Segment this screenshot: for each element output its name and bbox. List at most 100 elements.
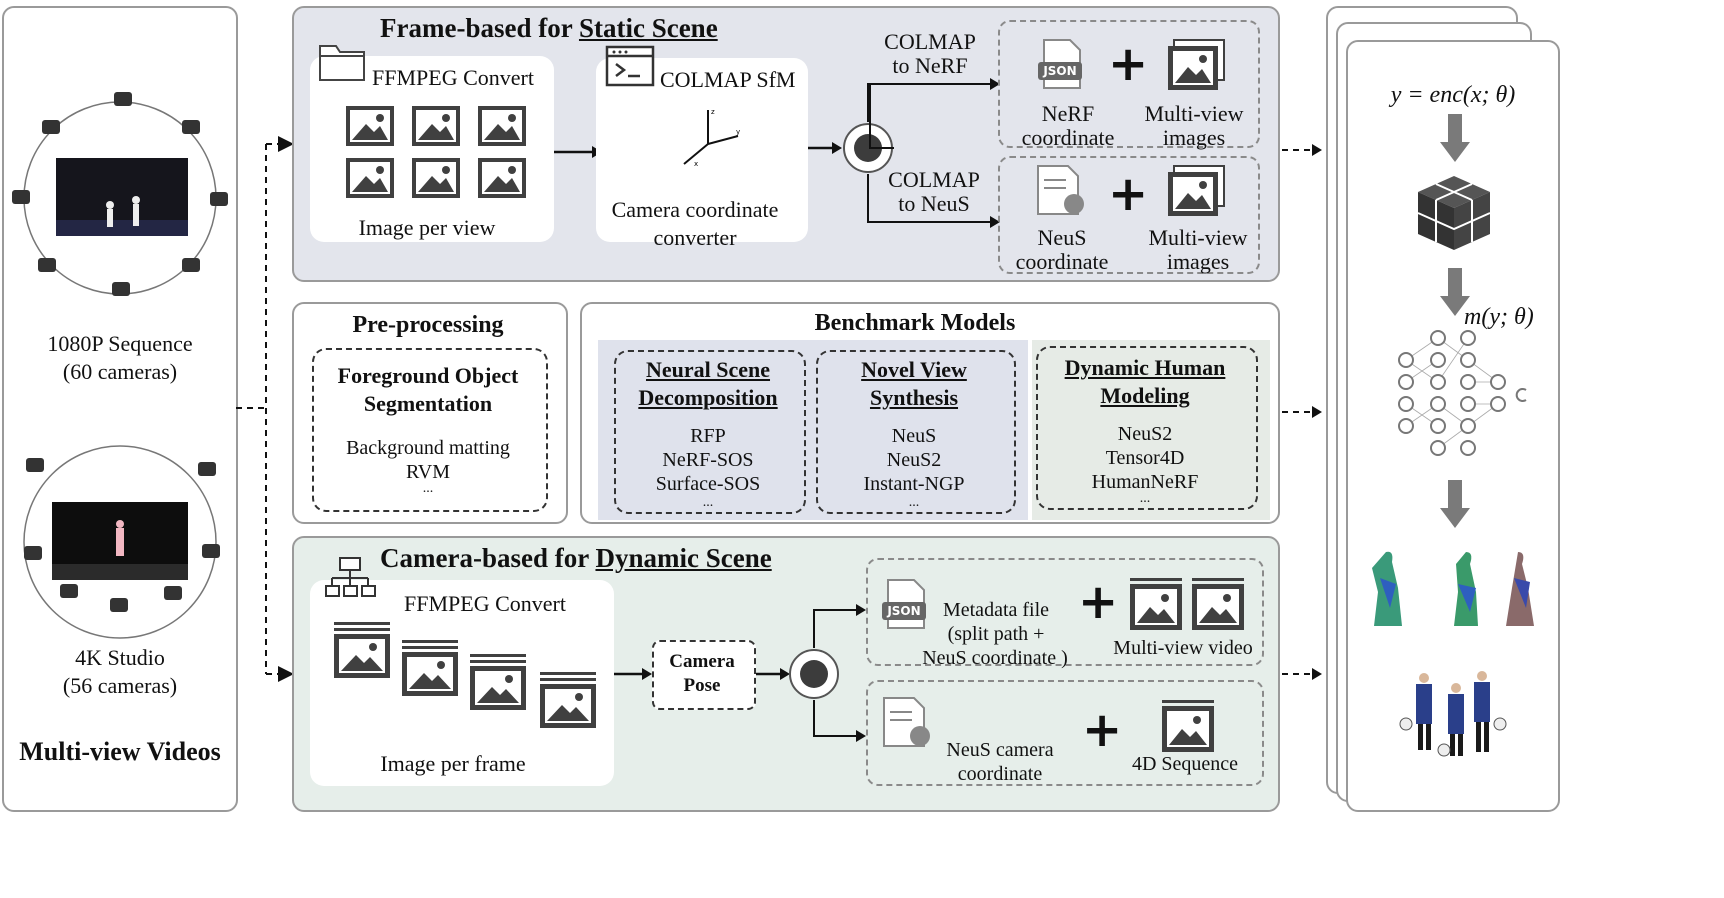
benchmark-item: NeuS bbox=[891, 425, 937, 447]
branch-to-nerf bbox=[867, 78, 1000, 228]
static-title-underlined: Static Scene bbox=[578, 13, 718, 43]
to-neus-line2: to NeuS bbox=[898, 191, 970, 216]
seq1-label-line1: 1080P Sequence bbox=[47, 331, 193, 356]
neus-coord-line1: NeuS bbox=[1037, 225, 1087, 250]
mv-images-line2-a: images bbox=[1162, 125, 1226, 150]
seq2-label-line2: (56 cameras) bbox=[62, 673, 178, 698]
camera-icon bbox=[198, 462, 216, 476]
benchmark-group-title-line1: Neural Scene bbox=[645, 357, 771, 382]
benchmark-bg-right bbox=[1032, 340, 1270, 520]
colmap-sfm-label: COLMAP SfM bbox=[660, 67, 796, 92]
folder-icon bbox=[319, 45, 365, 81]
seq2-label-line1: 4K Studio bbox=[75, 645, 165, 670]
stacked-images-icon bbox=[1168, 39, 1225, 90]
multiview-videos-title: Multi-view Videos bbox=[19, 737, 221, 766]
branch-dynamic bbox=[813, 604, 866, 742]
benchmark-item: RFP bbox=[690, 425, 726, 447]
camera-pose-line1: Camera bbox=[669, 651, 735, 672]
static-title-prefix: Frame-based for bbox=[380, 13, 579, 43]
camera-icon bbox=[24, 546, 42, 560]
neural-network-icon bbox=[1398, 330, 1527, 456]
benchmark-group-title-line1: Dynamic Human bbox=[1064, 355, 1226, 380]
camera-icon bbox=[42, 120, 60, 134]
neus-cam-line2: coordinate bbox=[957, 763, 1043, 785]
camera-icons-ring-2 bbox=[2, 420, 238, 660]
json-file-icon bbox=[1038, 39, 1082, 89]
dynamic-title-underlined: Dynamic Scene bbox=[595, 543, 772, 573]
image-icon bbox=[412, 158, 460, 198]
metadata-line1: Metadata file bbox=[942, 599, 1050, 621]
to-neus-line1: COLMAP bbox=[888, 167, 980, 192]
segmentation-item: ... bbox=[422, 481, 434, 496]
neus-output-box bbox=[998, 156, 1260, 274]
static-scene-title: Frame-based for Static Scene bbox=[380, 12, 718, 46]
dynamic-title-prefix: Camera-based for bbox=[380, 543, 596, 573]
cube-icon bbox=[1417, 176, 1491, 250]
benchmark-bg-left bbox=[598, 340, 1028, 520]
nerf-coord-line2: coordinate bbox=[1021, 125, 1115, 150]
benchmark-title: Benchmark Models bbox=[814, 310, 1016, 336]
camera-icon bbox=[210, 192, 228, 206]
json-file-icon bbox=[882, 579, 926, 629]
image-grid-static bbox=[346, 106, 536, 202]
reconstruction-render-players bbox=[1399, 671, 1507, 757]
benchmark-item: ... bbox=[1139, 491, 1151, 506]
formula-mlp: m(y; θ) bbox=[1464, 304, 1534, 330]
segmentation-item: RVM bbox=[406, 461, 450, 483]
mv-images-line1-b: Multi-view bbox=[1148, 225, 1248, 250]
plus-icon: + bbox=[1108, 36, 1149, 92]
camera-icon bbox=[38, 258, 56, 272]
benchmark-item: HumanNeRF bbox=[1091, 471, 1199, 493]
benchmark-item: Tensor4D bbox=[1105, 447, 1185, 469]
camera-icon bbox=[112, 282, 130, 296]
left-connector-lines bbox=[236, 136, 294, 682]
camera-icon bbox=[164, 586, 182, 600]
nerf-coord-line1: NeRF bbox=[1041, 101, 1095, 126]
benchmark-item: ... bbox=[702, 495, 714, 510]
json-badge-static: JSON bbox=[1043, 64, 1077, 78]
python-file-icon bbox=[883, 697, 930, 747]
camera-converter-line2: converter bbox=[653, 225, 737, 250]
arrow-colmap-to-hub bbox=[808, 142, 842, 154]
dynamic-scene-title: Camera-based for Dynamic Scene bbox=[380, 542, 772, 576]
benchmark-group-title-line2: Synthesis bbox=[869, 385, 959, 410]
image-icon bbox=[412, 106, 460, 146]
camera-ring-4k bbox=[23, 445, 217, 639]
frame-stack-icon bbox=[470, 654, 526, 710]
image-icon bbox=[478, 106, 526, 146]
camera-icon bbox=[26, 458, 44, 472]
terminal-icon bbox=[605, 45, 655, 87]
formula-encoder: y = enc(x; θ) bbox=[1390, 82, 1516, 108]
image-icon bbox=[346, 106, 394, 146]
frame-stack-icon bbox=[1162, 700, 1214, 752]
plus-icon: + bbox=[1108, 166, 1149, 222]
camera-icons-ring-1 bbox=[2, 80, 238, 320]
stacked-images-icon bbox=[1168, 165, 1225, 216]
benchmark-group-title-line2: Decomposition bbox=[638, 385, 778, 410]
down-arrow-icon bbox=[1440, 114, 1470, 162]
benchmark-item: NeuS2 bbox=[1117, 423, 1173, 445]
reconstruction-render-dancer bbox=[1454, 552, 1478, 626]
frame-stack-icon bbox=[540, 672, 596, 728]
camera-icon bbox=[182, 120, 200, 134]
mv-video-label: Multi-view video bbox=[1113, 637, 1253, 659]
neus-coord-line2: coordinate bbox=[1015, 249, 1109, 274]
stack-panel-front bbox=[1346, 40, 1560, 812]
segmentation-title-line2: Segmentation bbox=[363, 391, 493, 416]
ffmpeg-card-dynamic bbox=[310, 580, 614, 786]
camera-icon bbox=[202, 544, 220, 558]
frame-stack-icon bbox=[334, 622, 390, 678]
nerf-output-box bbox=[998, 20, 1260, 148]
ffmpeg-label-dynamic: FFMPEG Convert bbox=[404, 591, 566, 616]
benchmark-group-title-line1: Novel View bbox=[861, 357, 967, 382]
ffmpeg-card-static bbox=[310, 56, 554, 242]
svg-text:y: y bbox=[736, 128, 740, 136]
benchmark-item: Surface-SOS bbox=[655, 473, 761, 495]
segmentation-box bbox=[312, 348, 548, 512]
camera-icon bbox=[182, 258, 200, 272]
benchmark-group-box bbox=[816, 350, 1016, 514]
benchmark-item: ... bbox=[908, 495, 920, 510]
arrow-ffmpeg-to-pose bbox=[614, 668, 652, 680]
image-icon bbox=[478, 158, 526, 198]
mv-images-line2-b: images bbox=[1166, 249, 1230, 274]
